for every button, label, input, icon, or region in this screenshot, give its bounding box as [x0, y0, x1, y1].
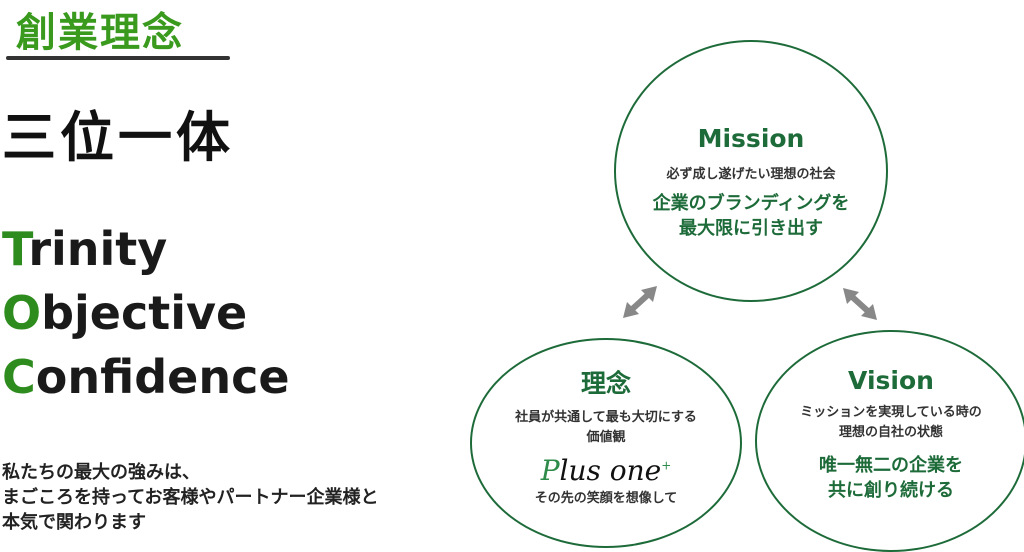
mission-text: 必ず成し遂げたい理想の社会 [666, 167, 836, 182]
logo-p: P [540, 454, 560, 487]
desc-line: 本気で関わります [2, 512, 146, 533]
double-arrow-left-icon [623, 286, 657, 318]
line: 価値観 [586, 430, 626, 445]
logo-plus: + [661, 458, 672, 473]
line: 最大限に引き出す [679, 218, 823, 239]
vision-highlight: 唯一無二の企業を共に創り続ける [757, 453, 1024, 503]
rinen-circle: 理念 社員が共通して最も大切にする価値観 Plus one+ その先の笑顔を想像… [470, 338, 742, 548]
line: 理想の自社の状態 [838, 425, 943, 440]
rinen-caption: その先の笑顔を想像して [534, 491, 678, 506]
line: 企業のブランディングを [652, 193, 850, 214]
vision-text: ミッションを実現している時の理想の自社の状態 [757, 403, 1024, 443]
word-rest: rinity [28, 222, 168, 276]
vision-title: Vision [848, 366, 934, 395]
subheading: 三位一体 [2, 106, 234, 169]
vision-circle: Vision ミッションを実現している時の理想の自社の状態 唯一無二の企業を共に… [755, 330, 1024, 552]
line: ミッションを実現している時の [800, 405, 982, 420]
word-rest: onfidence [35, 350, 290, 404]
word-rest: bjective [41, 286, 248, 340]
line: 社員が共通して最も大切にする [515, 410, 697, 425]
word-trinity: Trinity [2, 222, 167, 276]
mission-highlight: 企業のブランディングを最大限に引き出す [616, 191, 886, 241]
mission-title: Mission [697, 124, 805, 153]
plus-one-logo: Plus one+ [541, 454, 672, 487]
word-objective: Objective [2, 286, 247, 340]
desc-line: まごころを持ってお客様やパートナー企業様と [2, 487, 379, 508]
heading-underline [6, 56, 230, 60]
rinen-text: 社員が共通して最も大切にする価値観 [472, 408, 740, 448]
description: 私たちの最大の強みは、 まごころを持ってお客様やパートナー企業様と 本気で関わり… [2, 460, 379, 535]
desc-line: 私たちの最大の強みは、 [2, 462, 200, 483]
initial: O [2, 286, 42, 340]
rinen-title: 理念 [580, 369, 631, 398]
initial: C [2, 350, 36, 404]
word-confidence: Confidence [2, 350, 290, 404]
double-arrow-right-icon [843, 288, 877, 320]
line: 共に創り続ける [828, 480, 954, 501]
mission-circle: Mission 必ず成し遂げたい理想の社会 企業のブランディングを最大限に引き出… [614, 40, 888, 302]
line: 唯一無二の企業を [819, 455, 963, 476]
page-heading: 創業理念 [16, 10, 184, 56]
logo-rest: lus one [559, 454, 662, 487]
initial: T [2, 222, 29, 276]
